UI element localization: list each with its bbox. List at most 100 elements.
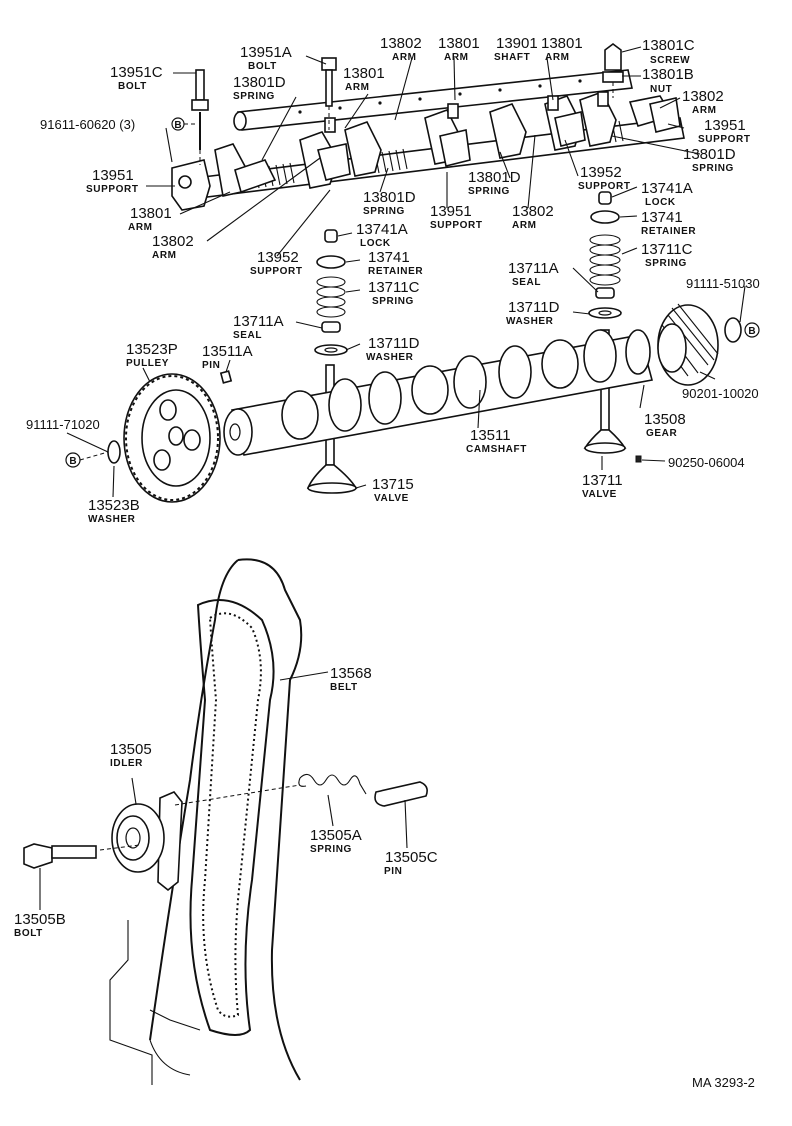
callout-13711d-right-desc: WASHER	[506, 316, 554, 327]
callout-13711c-right: 13711C	[641, 241, 693, 258]
svg-text:B: B	[174, 120, 181, 131]
callout-13801d-center2: 13801D	[468, 169, 521, 186]
callout-13952-left: 13952	[257, 249, 299, 266]
callout-13951c: 13951C	[110, 64, 163, 81]
callout-13801b: 13801B	[642, 66, 694, 83]
callout-13505a-desc: SPRING	[310, 844, 352, 855]
callout-13741a-left-desc: LOCK	[360, 238, 391, 249]
valve-train-right	[583, 191, 627, 454]
callout-13511a-desc: PIN	[202, 360, 220, 371]
rocker-shaft-assembly	[171, 43, 685, 211]
callout-13511a: 13511A	[202, 343, 253, 360]
callout-13741a-left: 13741A	[356, 221, 408, 238]
callout-13801-top2: 13801	[541, 35, 583, 52]
callout-13711a-left-desc: SEAL	[233, 330, 262, 341]
callout-13711c-right-desc: SPRING	[645, 258, 687, 269]
callout-13711d-left-desc: WASHER	[366, 352, 414, 363]
timing-belt-drawing	[109, 558, 303, 1085]
callout-13801d-center: 13801D	[363, 189, 416, 206]
callout-13711a-right-desc: SEAL	[512, 277, 541, 288]
callout-13901-desc: SHAFT	[494, 52, 530, 63]
callout-13711a-right: 13711A	[508, 260, 559, 277]
rocker-shaft	[233, 69, 633, 131]
valve-train-left	[306, 229, 358, 494]
callout-13523p-desc: PULLEY	[126, 358, 169, 369]
callout-13505-desc: IDLER	[110, 758, 143, 769]
gear-13508-drawing	[635, 303, 742, 463]
drawing-reference: MA 3293-2	[692, 1075, 755, 1090]
callout-13711-valve-desc: VALVE	[582, 489, 617, 500]
bolt-13951a-drawing	[321, 57, 337, 130]
callout-13801-mid-desc: ARM	[345, 82, 370, 93]
ref-mark-left: B	[171, 117, 198, 131]
callout-13508-desc: GEAR	[646, 428, 677, 439]
callout-13741a-right: 13741A	[641, 180, 693, 197]
callout-91111-51030: 91111-51030	[686, 276, 760, 291]
callout-13801d-right-desc: SPRING	[692, 163, 734, 174]
callout-13951-center-desc: SUPPORT	[430, 220, 483, 231]
idler-13505-drawing	[99, 784, 301, 892]
callout-13952-right-desc: SUPPORT	[578, 181, 631, 192]
ref-mark-pulley: B	[65, 451, 109, 468]
callout-13951-right: 13951	[704, 117, 746, 134]
callout-90201: 90201-10020	[682, 386, 759, 401]
callout-13523b-desc: WASHER	[88, 514, 136, 525]
callout-91611: 91611-60620 (3)	[40, 117, 135, 132]
callout-90250: 90250-06004	[668, 455, 745, 470]
callout-13568: 13568	[330, 665, 372, 682]
callout-13801d-left-desc: SPRING	[233, 91, 275, 102]
callout-13801-top1-desc: ARM	[444, 52, 469, 63]
callout-13741a-right-desc: LOCK	[645, 197, 676, 208]
pin-13505c-drawing	[374, 781, 428, 807]
callout-13802-top: 13802	[380, 35, 422, 52]
callout-13711a-left: 13711A	[233, 313, 284, 330]
callout-13505b-desc: BOLT	[14, 928, 43, 939]
callout-13505b: 13505B	[14, 911, 66, 928]
callout-labels: 13951C BOLT 13951A BOLT 13802 ARM 13801 …	[14, 35, 760, 939]
bolt-13505b-drawing	[23, 843, 97, 869]
callout-13801-mid: 13801	[343, 65, 385, 82]
callout-13508: 13508	[644, 411, 686, 428]
callout-13741-right: 13741	[641, 209, 683, 226]
callout-13741-right-desc: RETAINER	[641, 226, 696, 237]
callout-13505: 13505	[110, 741, 152, 758]
callout-13801c-desc: SCREW	[650, 55, 690, 66]
svg-text:B: B	[69, 456, 76, 467]
callout-13801-left: 13801	[130, 205, 172, 222]
callout-13505a: 13505A	[310, 827, 362, 844]
callout-13505c: 13505C	[385, 849, 438, 866]
callout-13711c-left: 13711C	[368, 279, 420, 296]
callout-13952-left-desc: SUPPORT	[250, 266, 303, 277]
callout-13741-left: 13741	[368, 249, 410, 266]
callout-13801d-right: 13801D	[683, 146, 736, 163]
callout-13568-desc: BELT	[330, 682, 358, 693]
callout-13951-left-desc: SUPPORT	[86, 184, 139, 195]
callout-13715: 13715	[372, 476, 414, 493]
callout-13801b-desc: NUT	[650, 84, 672, 95]
callout-13802-left: 13802	[152, 233, 194, 250]
camshaft-drawing	[219, 329, 653, 456]
callout-13505c-desc: PIN	[384, 866, 402, 877]
callout-13802-center: 13802	[512, 203, 554, 220]
callout-13711d-right: 13711D	[508, 299, 560, 316]
bolt-13951c-drawing	[191, 69, 209, 165]
callout-13801-top1: 13801	[438, 35, 480, 52]
callout-13901: 13901	[496, 35, 538, 52]
callout-13523b: 13523B	[88, 497, 140, 514]
callout-13711d-left: 13711D	[368, 335, 420, 352]
callout-13802-right-desc: ARM	[692, 105, 717, 116]
callout-13801-top2-desc: ARM	[545, 52, 570, 63]
callout-13801-left-desc: ARM	[128, 222, 153, 233]
callout-13951-right-desc: SUPPORT	[698, 134, 751, 145]
leader-lines	[39, 46, 746, 910]
callout-13802-top-desc: ARM	[392, 52, 417, 63]
callout-13711-valve: 13711	[582, 472, 623, 489]
callout-13802-left-desc: ARM	[152, 250, 177, 261]
callout-13951-center: 13951	[430, 203, 472, 220]
callout-13523p: 13523P	[126, 341, 178, 358]
callout-13952-right: 13952	[580, 164, 622, 181]
callout-13741-left-desc: RETAINER	[368, 266, 423, 277]
svg-text:B: B	[748, 326, 755, 337]
callout-91111-71020: 91111-71020	[26, 417, 100, 432]
